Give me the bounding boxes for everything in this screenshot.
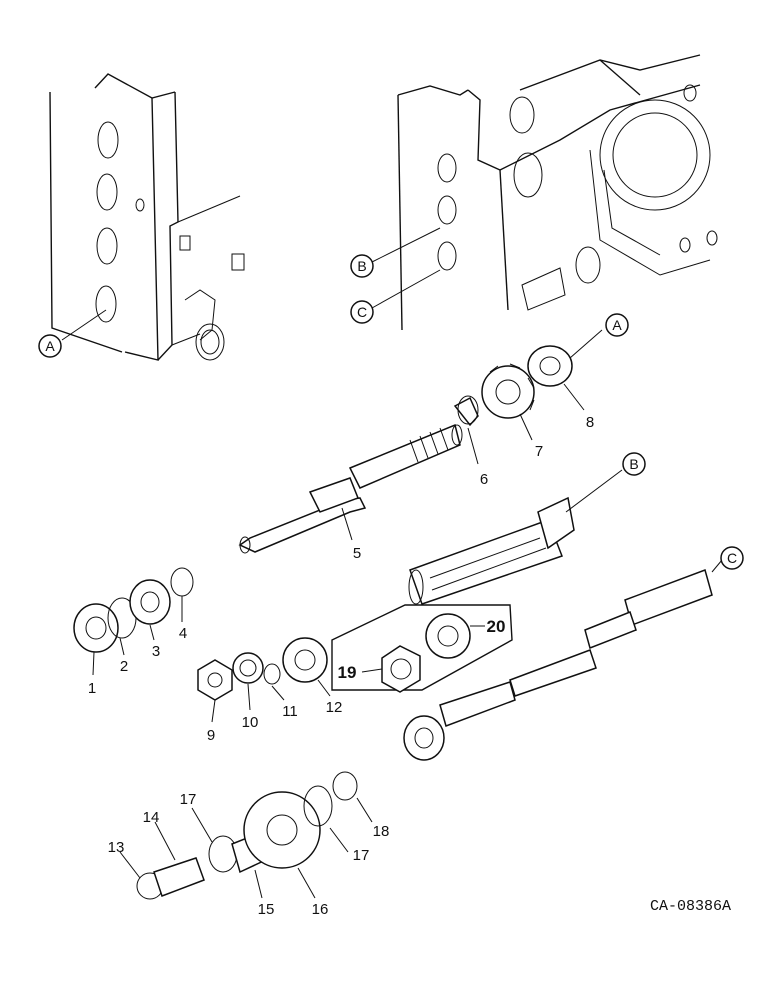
part-number: 7	[535, 443, 543, 460]
right-housing	[397, 54, 718, 331]
part-number: 12	[326, 699, 343, 716]
part-number: 19	[338, 663, 357, 682]
part-number: 4	[179, 625, 187, 642]
ref-letter: B	[357, 258, 366, 274]
left-housing	[49, 73, 245, 361]
part-number: 3	[152, 643, 160, 660]
part-number: 8	[586, 414, 594, 431]
part-number: 1	[88, 680, 96, 697]
part-number: 18	[373, 823, 390, 840]
leader-lines	[61, 227, 723, 899]
part-number: 9	[207, 727, 215, 744]
inset-box-19-20	[331, 604, 513, 693]
ref-letter: A	[612, 317, 622, 333]
part-number: 17	[180, 791, 197, 808]
part-number: 10	[242, 714, 259, 731]
part-number: 17	[353, 847, 370, 864]
reference-markers: A B C A B C	[38, 254, 744, 570]
part-number: 20	[487, 617, 506, 636]
part-number: 5	[353, 545, 361, 562]
lower-gear-assembly	[136, 771, 358, 900]
ref-letter: B	[629, 456, 638, 472]
part-number: 16	[312, 901, 329, 918]
ref-letter: C	[727, 550, 737, 566]
part-number-labels: 1 2 3 4 5 6 7 8 9 10 11 12 13 14 15 16 1…	[88, 414, 594, 918]
ref-letter: C	[357, 304, 367, 320]
bearings-and-rings	[73, 395, 479, 653]
part-number: 11	[282, 703, 298, 720]
ref-letter: A	[45, 338, 55, 354]
part-number: 6	[480, 471, 488, 488]
upper-shaft-assembly	[238, 345, 573, 554]
middle-shaft-assembly	[408, 496, 575, 605]
part-number: 15	[258, 901, 275, 918]
lower-shaft-assembly	[403, 569, 713, 761]
part-number: 14	[143, 809, 160, 826]
nuts-washers-gear-12	[197, 637, 328, 701]
part-number: 13	[108, 839, 125, 856]
drawing-code: CA-08386A	[650, 898, 731, 915]
part-number: 2	[120, 658, 128, 675]
